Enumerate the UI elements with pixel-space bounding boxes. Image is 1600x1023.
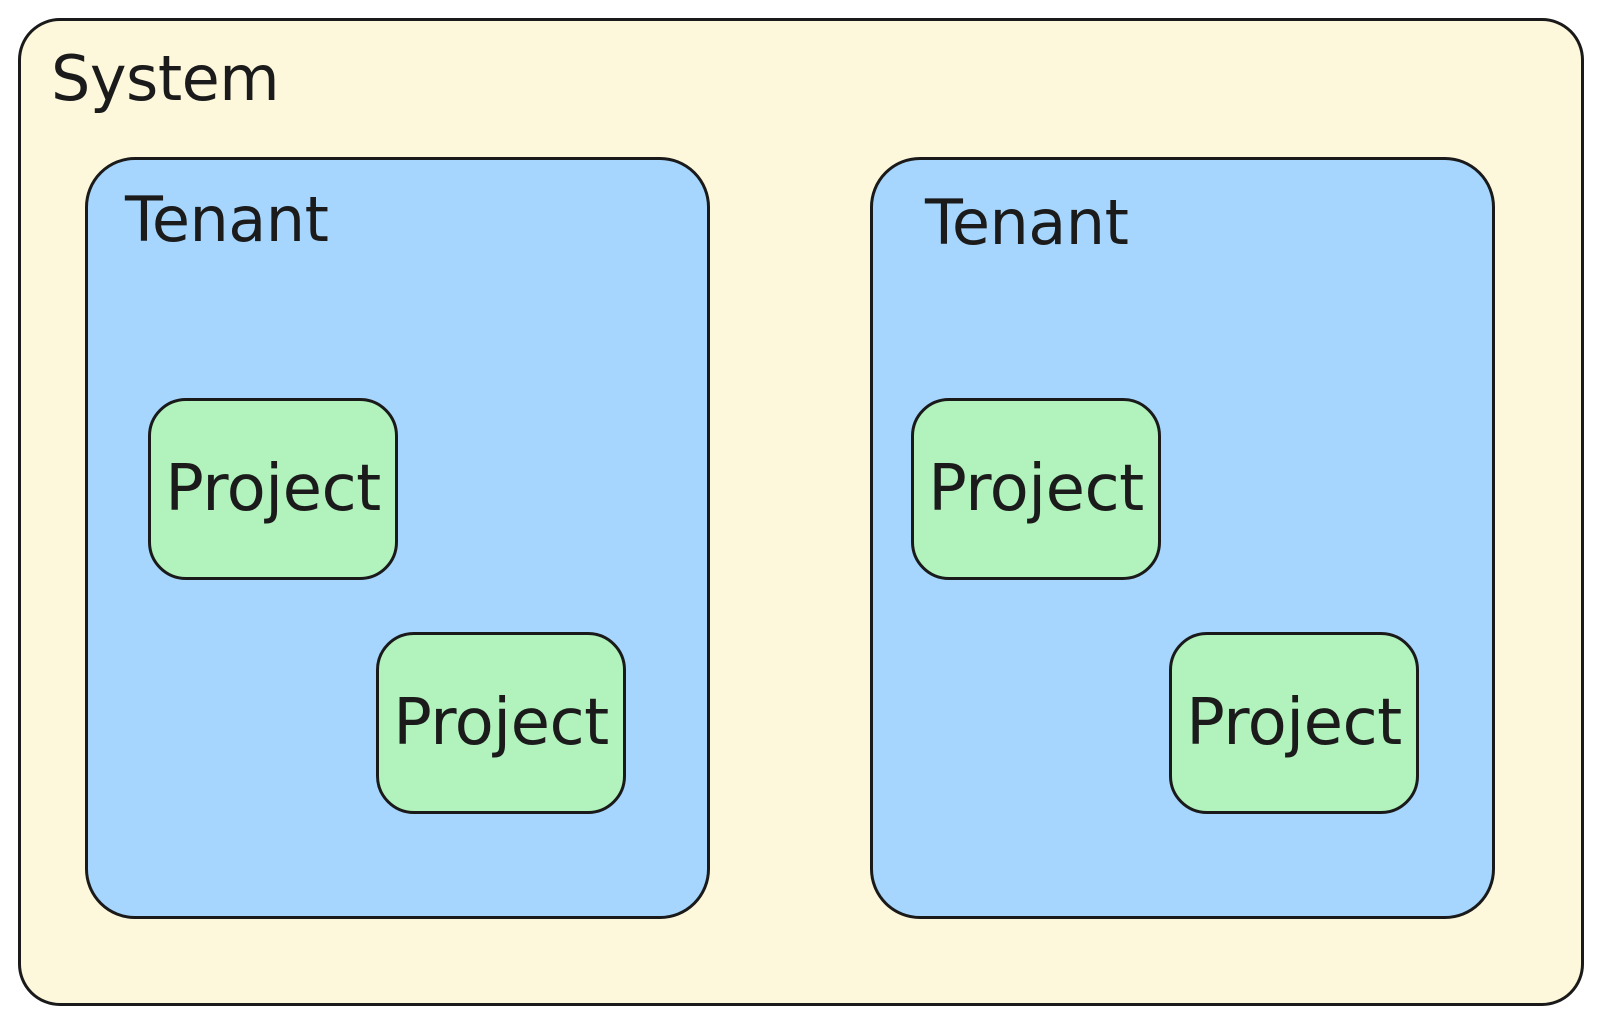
project-box-1: Project: [148, 398, 398, 580]
project-box-3: Project: [911, 398, 1161, 580]
tenant-label-1: Tenant: [125, 183, 329, 256]
system-label: System: [51, 42, 280, 115]
project-label-4: Project: [1186, 686, 1402, 760]
project-box-4: Project: [1169, 632, 1419, 814]
tenant-label-2: Tenant: [925, 186, 1129, 259]
project-label-3: Project: [928, 452, 1144, 526]
project-box-2: Project: [376, 632, 626, 814]
project-label-2: Project: [393, 686, 609, 760]
project-label-1: Project: [165, 452, 381, 526]
